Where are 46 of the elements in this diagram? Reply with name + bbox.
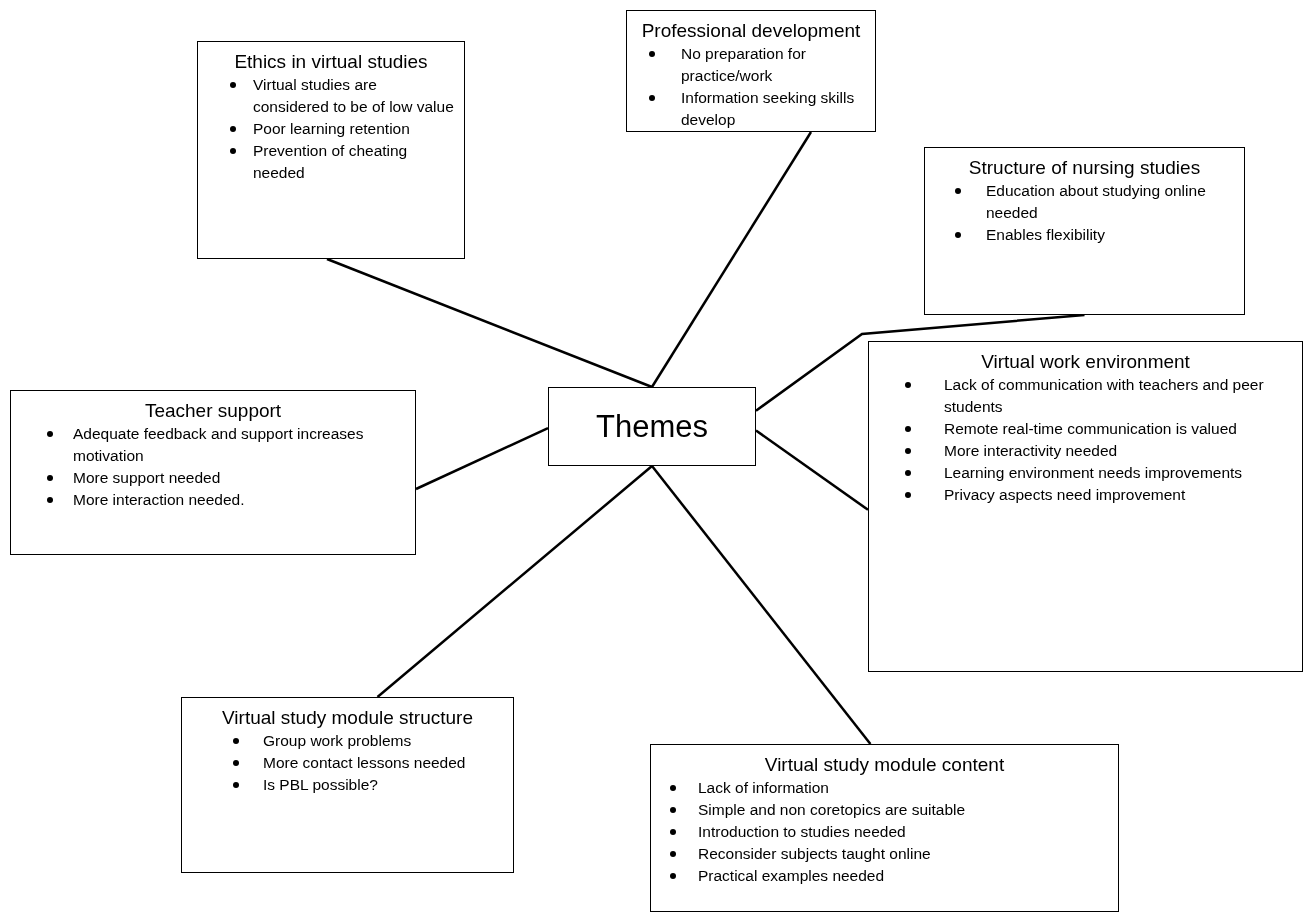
bullet-text: More contact lessons needed bbox=[263, 754, 466, 771]
bullet-text: Poor learning retention bbox=[253, 120, 410, 137]
bullet-text: Reconsider subjects taught online bbox=[698, 845, 931, 862]
bullet-text: Information seeking skills develop bbox=[681, 89, 855, 128]
bullet-text: Group work problems bbox=[263, 732, 412, 749]
connector-line bbox=[376, 465, 653, 698]
connector-line bbox=[650, 131, 813, 388]
bullet-text: Privacy aspects need improvement bbox=[944, 486, 1186, 503]
bullet-text: Virtual studies are considered to be of low value bbox=[253, 76, 454, 115]
theme-heading: Teacher support bbox=[144, 399, 282, 423]
bullet-text: More support needed bbox=[73, 469, 221, 486]
bullet-text: Remote real-time communication is valued bbox=[944, 420, 1237, 437]
theme-box bbox=[181, 697, 514, 873]
theme-box bbox=[626, 10, 876, 132]
theme-box bbox=[10, 390, 416, 555]
bullet-text: Adequate feedback and support increases motivation bbox=[73, 425, 364, 464]
central-topic-box bbox=[548, 387, 756, 466]
bullet-text: Lack of information bbox=[698, 779, 829, 796]
connector-line bbox=[326, 257, 653, 389]
connector-line bbox=[755, 313, 1085, 412]
bullet-text: Is PBL possible? bbox=[263, 776, 378, 793]
bullet-text: Enables flexibility bbox=[986, 226, 1105, 243]
theme-heading: Virtual study module content bbox=[764, 753, 1005, 777]
bullet-text: Learning environment needs improvements bbox=[944, 464, 1243, 481]
central-topic: Themes bbox=[596, 414, 708, 439]
theme-heading: Virtual study module structure bbox=[222, 706, 473, 730]
bullet-text: Introduction to studies needed bbox=[698, 823, 906, 840]
theme-box bbox=[868, 341, 1303, 672]
connector-line bbox=[755, 429, 869, 511]
theme-heading: Structure of nursing studies bbox=[968, 156, 1201, 180]
theme-box bbox=[924, 147, 1245, 315]
bullet-text: Practical examples needed bbox=[698, 867, 885, 884]
bullet-text: More interactivity needed bbox=[944, 442, 1118, 459]
theme-heading: Ethics in virtual studies bbox=[234, 50, 428, 74]
theme-heading: Professional development bbox=[641, 19, 861, 43]
bullet-text: Simple and non coretopics are suitable bbox=[698, 801, 966, 818]
bullet-text: No preparation for practice/work bbox=[681, 45, 806, 84]
bullet-text: Lack of communication with teachers and peer students bbox=[944, 376, 1264, 415]
bullet-text: Prevention of cheating needed bbox=[253, 142, 408, 181]
connector-line bbox=[651, 465, 872, 745]
bullet-text: More interaction needed. bbox=[73, 491, 245, 508]
theme-heading: Virtual work environment bbox=[981, 350, 1190, 374]
theme-box bbox=[650, 744, 1119, 912]
connector-line bbox=[415, 426, 549, 491]
theme-box bbox=[197, 41, 465, 259]
bullet-text: Education about studying online needed bbox=[986, 182, 1206, 221]
